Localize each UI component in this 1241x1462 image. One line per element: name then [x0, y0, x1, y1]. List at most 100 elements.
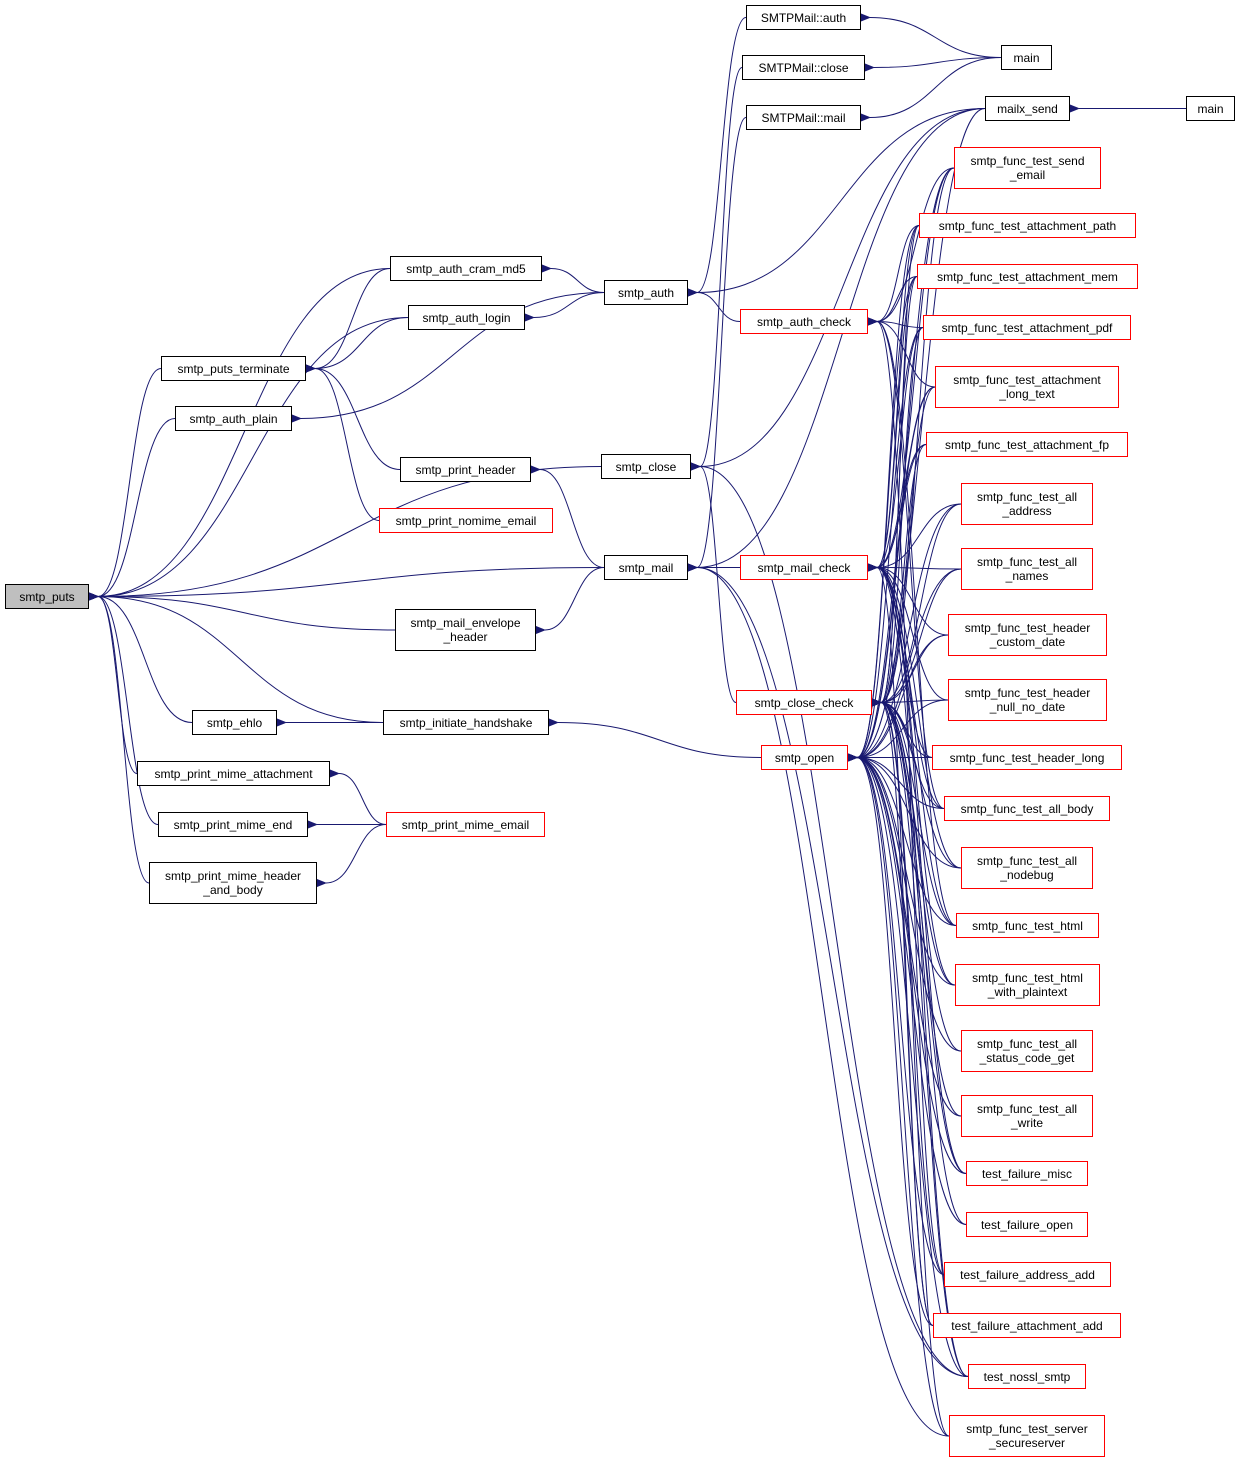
- node-main1[interactable]: main: [1001, 45, 1052, 70]
- edge-main1-calls-smtpmail-close: [864, 57, 1002, 72]
- node-t-hdr-null[interactable]: smtp_func_test_header_null_no_date: [948, 679, 1107, 721]
- edge-t-att-pdf-calls-smtp-open: [847, 327, 924, 762]
- node-label-line: _email: [1009, 168, 1046, 182]
- edge-t-all-write-calls-smtp-open: [847, 753, 962, 1117]
- node-smtp-close-check[interactable]: smtp_close_check: [736, 690, 872, 715]
- node-label-line: _long_text: [999, 387, 1055, 401]
- node-smtpmail-auth[interactable]: SMTPMail::auth: [746, 5, 861, 30]
- node-tf-addr[interactable]: test_failure_address_add: [944, 1262, 1111, 1287]
- node-label-line: SMTPMail::mail: [761, 110, 846, 125]
- edge-t-att-long-calls-smtp-close-check: [871, 386, 936, 707]
- edge-smtp-print-mime-end-calls-smtp-puts: [88, 592, 159, 825]
- node-smtp-print-mime-attachment[interactable]: smtp_print_mime_attachment: [137, 761, 330, 786]
- node-smtp-auth[interactable]: smtp_auth: [604, 280, 688, 305]
- edge-tf-open-calls-smtp-close-check: [871, 698, 967, 1225]
- node-smtp-print-nomime-email[interactable]: smtp_print_nomime_email: [379, 508, 553, 533]
- node-smtp-open[interactable]: smtp_open: [761, 745, 848, 770]
- node-smtp-print-mime-header-and-body[interactable]: smtp_print_mime_header_and_body: [149, 862, 317, 904]
- node-smtp-mail[interactable]: smtp_mail: [604, 555, 688, 580]
- node-t-all-nodebug[interactable]: smtp_func_test_all_nodebug: [961, 847, 1093, 889]
- edge-t-nossl-calls-smtp-close-check: [871, 698, 969, 1377]
- edge-smtp-print-mime-header-and-body-calls-smtp-puts: [88, 592, 150, 884]
- edge-t-att-mem-calls-smtp-auth-check: [867, 276, 918, 326]
- node-smtp-puts[interactable]: smtp_puts: [5, 584, 89, 609]
- edge-t-send-email-calls-smtp-close-check: [871, 167, 955, 707]
- node-smtp-ehlo[interactable]: smtp_ehlo: [192, 710, 277, 735]
- node-mailx-send[interactable]: mailx_send: [985, 96, 1070, 121]
- edge-main1-calls-smtpmail-auth: [860, 13, 1002, 58]
- node-t-hdr-custom[interactable]: smtp_func_test_header_custom_date: [948, 614, 1107, 656]
- node-t-nossl[interactable]: test_nossl_smtp: [968, 1364, 1086, 1389]
- edge-t-all-nodebug-calls-smtp-close-check: [871, 698, 962, 869]
- edge-t-html-calls-smtp-mail-check: [867, 563, 957, 926]
- node-t-all-write[interactable]: smtp_func_test_all_write: [961, 1095, 1093, 1137]
- edge-t-hdr-null-calls-smtp-open: [847, 699, 949, 762]
- edge-smtp-auth-calls-smtp-auth-plain: [291, 292, 605, 423]
- node-label-line: smtp_mail_envelope: [410, 616, 521, 630]
- node-t-html[interactable]: smtp_func_test_html: [956, 913, 1099, 938]
- node-t-att-fp[interactable]: smtp_func_test_attachment_fp: [926, 432, 1128, 457]
- node-label-line: smtp_func_test_all: [976, 490, 1078, 504]
- node-label-line: smtp_print_mime_email: [401, 817, 530, 832]
- node-label-line: smtp_func_test_header_long: [949, 750, 1105, 765]
- node-smtp-auth-check[interactable]: smtp_auth_check: [740, 309, 868, 334]
- node-t-att-mem[interactable]: smtp_func_test_attachment_mem: [917, 264, 1138, 289]
- node-smtp-auth-plain[interactable]: smtp_auth_plain: [175, 406, 292, 431]
- edge-smtp-ehlo-calls-smtp-puts: [88, 592, 193, 723]
- node-smtp-print-mime-email[interactable]: smtp_print_mime_email: [386, 812, 545, 837]
- node-label-line: _with_plaintext: [987, 985, 1068, 999]
- edge-smtp-auth-login-calls-smtp-puts: [88, 317, 409, 601]
- node-smtpmail-close[interactable]: SMTPMail::close: [742, 55, 865, 80]
- edge-smtpmail-auth-calls-smtp-auth: [687, 17, 747, 297]
- edge-smtp-auth-calls-smtp-auth-cram-md5: [541, 264, 605, 293]
- node-main2[interactable]: main: [1186, 96, 1235, 121]
- edge-t-hdr-custom-calls-smtp-open: [847, 634, 949, 762]
- node-label-line: main: [1197, 101, 1224, 116]
- node-t-all-names[interactable]: smtp_func_test_all_names: [961, 548, 1093, 590]
- node-smtp-initiate-handshake[interactable]: smtp_initiate_handshake: [383, 710, 549, 735]
- node-t-send-email[interactable]: smtp_func_test_send_email: [954, 147, 1101, 189]
- node-smtp-mail-check[interactable]: smtp_mail_check: [740, 555, 868, 580]
- node-smtp-puts-terminate[interactable]: smtp_puts_terminate: [161, 356, 306, 381]
- node-label-line: test_nossl_smtp: [983, 1369, 1071, 1384]
- node-smtp-print-header[interactable]: smtp_print_header: [400, 457, 531, 482]
- node-tf-open[interactable]: test_failure_open: [966, 1212, 1088, 1237]
- node-t-att-long[interactable]: smtp_func_test_attachment_long_text: [935, 366, 1119, 408]
- edge-t-att-fp-calls-smtp-open: [847, 444, 927, 762]
- edge-smtp-mail-calls-smtp-mail-envelope-header: [535, 567, 605, 635]
- edge-mailx-send-calls-smtp-auth: [687, 108, 986, 297]
- node-label-line: smtp_puts_terminate: [177, 361, 290, 376]
- node-label-line: smtp_func_test_attachment: [953, 373, 1101, 387]
- node-t-all-body[interactable]: smtp_func_test_all_body: [944, 796, 1110, 821]
- edge-t-all-address-calls-smtp-open: [847, 503, 962, 762]
- node-t-att-path[interactable]: smtp_func_test_attachment_path: [919, 213, 1136, 238]
- node-t-att-pdf[interactable]: smtp_func_test_attachment_pdf: [923, 315, 1131, 340]
- node-smtp-auth-login[interactable]: smtp_auth_login: [408, 305, 525, 330]
- node-tf-att[interactable]: test_failure_attachment_add: [933, 1313, 1121, 1338]
- edge-smtp-mail-calls-smtp-print-header: [530, 465, 605, 568]
- edge-smtp-print-mime-email-calls-smtp-print-mime-header-and-body: [316, 824, 387, 888]
- node-smtp-close[interactable]: smtp_close: [601, 454, 691, 479]
- edge-mailx-send-calls-smtp-close: [690, 108, 986, 471]
- node-t-secure[interactable]: smtp_func_test_server_secureserver: [949, 1415, 1105, 1457]
- node-smtp-auth-cram-md5[interactable]: smtp_auth_cram_md5: [390, 256, 542, 281]
- edge-tf-addr-calls-smtp-auth-check: [867, 317, 945, 1275]
- edge-tf-misc-calls-smtp-close-check: [871, 698, 967, 1174]
- node-label-line: smtp_func_test_attachment_mem: [937, 269, 1118, 284]
- node-tf-misc[interactable]: test_failure_misc: [966, 1161, 1088, 1186]
- edge-smtpmail-close-calls-smtp-close: [690, 67, 743, 471]
- edge-t-all-names-calls-smtp-open: [847, 568, 962, 762]
- node-label-line: smtp_print_header: [415, 462, 516, 477]
- node-t-html-plain[interactable]: smtp_func_test_html_with_plaintext: [955, 964, 1100, 1006]
- node-label-line: smtp_func_test_attachment_pdf: [941, 320, 1113, 335]
- node-t-all-status[interactable]: smtp_func_test_all_status_code_get: [961, 1030, 1093, 1072]
- node-smtp-mail-envelope-header[interactable]: smtp_mail_envelope_header: [395, 609, 536, 651]
- node-smtpmail-mail[interactable]: SMTPMail::mail: [746, 105, 861, 130]
- node-t-hdr-long[interactable]: smtp_func_test_header_long: [932, 745, 1122, 770]
- node-smtp-print-mime-end[interactable]: smtp_print_mime_end: [158, 812, 308, 837]
- node-t-all-address[interactable]: smtp_func_test_all_address: [961, 483, 1093, 525]
- edge-smtp-auth-plain-calls-smtp-puts: [88, 418, 176, 601]
- edge-smtp-mail-calls-smtp-puts: [88, 567, 605, 601]
- node-label-line: smtp_puts: [19, 589, 75, 604]
